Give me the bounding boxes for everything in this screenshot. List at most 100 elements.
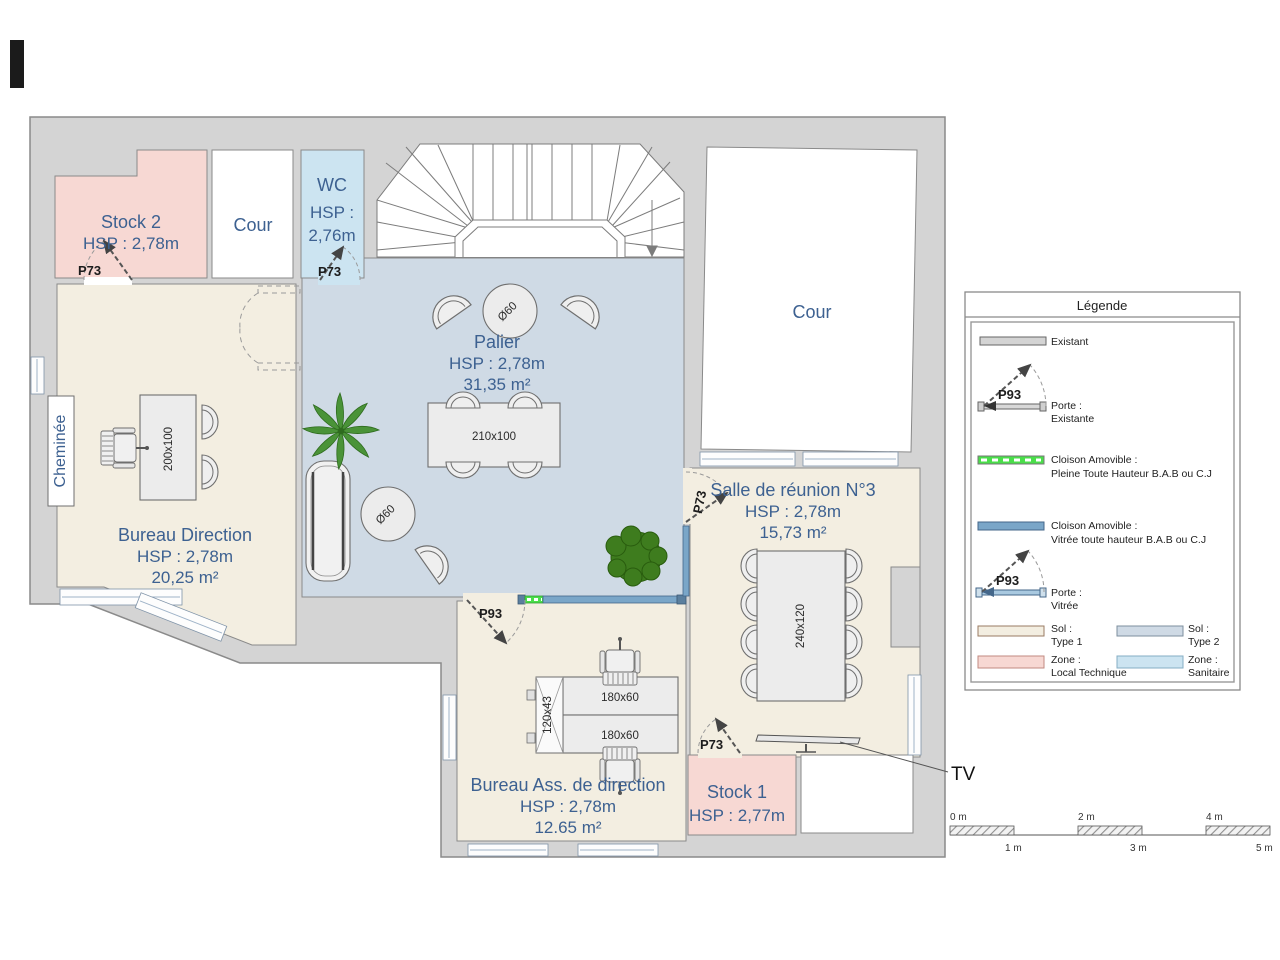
legend-label: Cloison Amovible : xyxy=(1051,520,1137,532)
legend-label: Porte : xyxy=(1051,587,1082,599)
legend-label: Sol : xyxy=(1051,623,1072,635)
scale-bar: 0 m 1 m 2 m 3 m 4 m 5 m xyxy=(949,812,1273,854)
partition-cap xyxy=(676,594,687,605)
room-area: 20,25 m² xyxy=(151,568,218,587)
door-hinge-arrow xyxy=(984,401,996,411)
legend-item-porte-vitree: P93 Porte : Vitrée xyxy=(975,549,1082,612)
tv-leader-line xyxy=(839,741,949,773)
stair-landing-inner xyxy=(462,226,618,257)
desk-label: 180x60 xyxy=(601,692,639,704)
door-leaf xyxy=(983,363,1032,407)
zone-sanitaire-swatch xyxy=(1116,655,1184,669)
legend-label: Cloison Amovible : xyxy=(1051,454,1137,466)
legend-item-zone-sanitaire: Zone : Sanitaire xyxy=(1116,654,1230,679)
door-p73-stock2: P73 xyxy=(78,239,133,285)
door-label: P73 xyxy=(700,737,723,752)
double-door-dashed xyxy=(239,285,301,371)
table-reunion-label: 240x120 xyxy=(795,604,807,648)
room-hsp: 2,76m xyxy=(308,226,355,245)
legend-outer-box xyxy=(964,291,1241,691)
legend-label: Existant xyxy=(1051,336,1088,348)
scale-segment xyxy=(1077,825,1143,836)
door-opening xyxy=(698,749,742,758)
legend-item-zone-local-technique: Zone : Local Technique xyxy=(977,654,1127,679)
door-p73-stock1: P73 xyxy=(697,717,742,758)
room-name: Stock 2 xyxy=(101,212,161,232)
cabinet-handle xyxy=(526,689,536,701)
room-name: WC xyxy=(317,175,347,195)
door-hinge-arrow xyxy=(982,587,994,597)
room-stock2-floor xyxy=(54,149,208,279)
legend-item-cloison-pleine: Cloison Amovible : Pleine Toute Hauteur … xyxy=(977,454,1212,480)
legend-label: Zone : xyxy=(1188,654,1218,666)
door-p73-salle-reunion: P73 xyxy=(683,468,729,524)
legend-label: Type 1 xyxy=(1051,636,1083,648)
table-direction xyxy=(139,394,197,501)
cloison-vitree-segment xyxy=(542,595,678,604)
door-swing-arc xyxy=(1027,550,1045,593)
legend-label: Local Technique xyxy=(1051,667,1127,679)
door-jamb xyxy=(1039,587,1047,598)
door-leaf xyxy=(981,549,1030,593)
existing-wall-swatch xyxy=(979,336,1047,346)
scale-tick-label: 1 m xyxy=(1005,843,1022,854)
furniture-palier: 210x100 Ø60 Ø60 xyxy=(302,283,668,587)
door-label: P73 xyxy=(690,489,709,515)
legend-item-sol-type1: Sol : Type 1 xyxy=(977,623,1083,648)
room-area: 31,35 m² xyxy=(463,375,530,394)
fireplace xyxy=(47,395,75,507)
room-name: Cour xyxy=(792,302,831,322)
window xyxy=(907,674,922,756)
window xyxy=(577,843,659,857)
scale-segment xyxy=(949,825,1015,836)
legend-label: Pleine Toute Hauteur B.A.B ou C.J xyxy=(1051,468,1212,480)
door-p73-wc: P73 xyxy=(318,245,361,285)
door-opening xyxy=(683,468,692,524)
door-opening xyxy=(318,277,360,285)
door-p93-palier: P93 xyxy=(466,599,526,645)
room-hsp: HSP : 2,78m xyxy=(449,354,545,373)
room-name: Stock 1 xyxy=(707,782,767,802)
legend-inner-box xyxy=(970,321,1235,683)
table-reunion xyxy=(756,550,846,702)
sol-type1-swatch xyxy=(977,625,1045,637)
room-cour-right-floor xyxy=(700,146,918,453)
zone-local-technique-swatch xyxy=(977,655,1045,669)
room-name: Salle de réunion N°3 xyxy=(710,480,875,500)
legend-label: Porte : xyxy=(1051,400,1082,412)
legend-item-cloison-vitree: Cloison Amovible : Vitrée toute hauteur … xyxy=(977,520,1206,546)
staircase xyxy=(376,143,685,258)
tv-unit xyxy=(755,734,861,753)
legend-item-existant: Existant xyxy=(979,336,1088,348)
room-hsp: HSP : 2,78m xyxy=(745,502,841,521)
legend-item-sol-type2: Sol : Type 2 xyxy=(1116,623,1220,648)
room-name: Cour xyxy=(233,215,272,235)
door-label: P73 xyxy=(318,264,341,279)
cabinet-label: 120x43 xyxy=(542,696,554,734)
sofa xyxy=(305,460,351,582)
room-hsp: HSP : 2,78m xyxy=(520,797,616,816)
door-jamb xyxy=(975,587,983,598)
room-area: 12.65 m² xyxy=(534,818,601,837)
scale-tick-label: 2 m xyxy=(1078,812,1095,823)
doors: P73 P73 P73 P73 P93 xyxy=(78,239,742,758)
door-code: P93 xyxy=(998,387,1021,402)
legend-label: Existante xyxy=(1051,413,1094,425)
room-name: Palier xyxy=(474,332,520,352)
room-hsp: HSP : 2,78m xyxy=(83,234,179,253)
room-cour-top-left-floor xyxy=(211,149,294,279)
door-jamb xyxy=(1039,401,1047,412)
door-label: P73 xyxy=(78,263,101,278)
door-label: P93 xyxy=(479,606,502,621)
room-name: Bureau Ass. de direction xyxy=(470,775,665,795)
room-area: 15,73 m² xyxy=(759,523,826,542)
room-name: Bureau Direction xyxy=(118,525,252,545)
legend-panel: Légende Existant P93 Porte : Existante C… xyxy=(964,291,1241,691)
room-hsp: HSP : 2,77m xyxy=(689,806,785,825)
tv-label: TV xyxy=(951,764,976,785)
round-table xyxy=(482,283,538,339)
partitions xyxy=(463,525,690,605)
scale-segment xyxy=(1205,825,1271,836)
window xyxy=(802,451,899,467)
